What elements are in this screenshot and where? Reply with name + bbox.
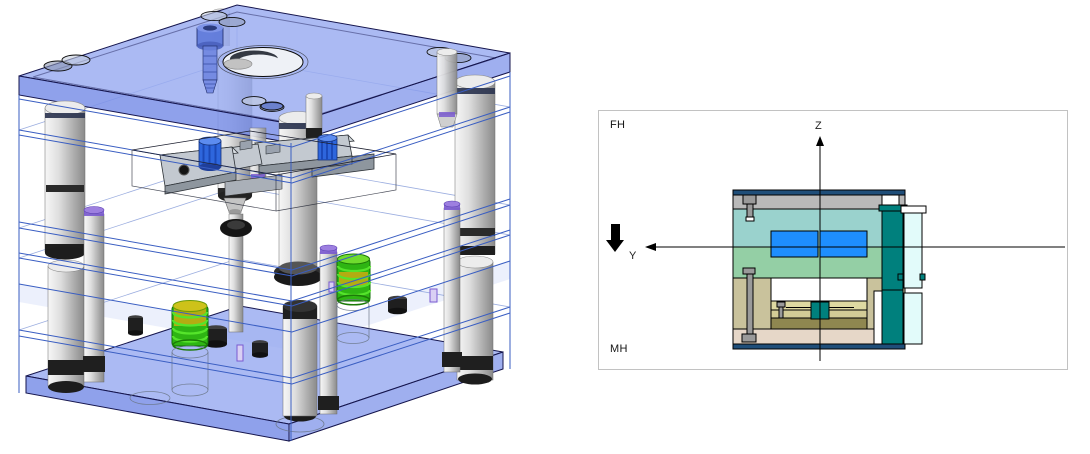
axis-y-label: Y <box>629 250 637 262</box>
support-pillar-upper <box>878 204 927 292</box>
section-viewport[interactable]: FH MH Z Y <box>598 110 1068 370</box>
fixed-half-plates <box>732 189 906 248</box>
spring-seat-ghost <box>336 299 370 344</box>
axis-z <box>816 136 824 361</box>
dowel-pins <box>236 281 438 362</box>
section-drawing <box>606 136 1065 361</box>
moving-half-label: MH <box>610 343 628 355</box>
core-inserts <box>770 230 868 258</box>
axis-z-label: Z <box>815 120 823 132</box>
spring-front <box>171 300 209 397</box>
guide-pillar-right-upper <box>454 74 496 255</box>
stop-pin-center <box>318 244 339 415</box>
return-pin-left <box>83 206 105 383</box>
latch-knob-right <box>317 134 338 161</box>
rubber-bumpers <box>128 295 407 358</box>
ejector-assembly <box>770 300 868 330</box>
latch-knob-left <box>198 136 222 171</box>
return-pin-right-top <box>436 48 458 128</box>
guide-pillar-right-lower <box>456 255 494 385</box>
bottom-clamp-plate <box>25 305 504 442</box>
clamp-screw-top <box>742 194 757 222</box>
spring-rear <box>336 253 372 344</box>
cap-screw-blue <box>196 23 224 94</box>
through-bolt-left <box>741 267 757 343</box>
latch-lock-mechanism <box>159 134 375 197</box>
fixed-half-label: FH <box>610 119 626 131</box>
axis-y <box>645 243 1065 251</box>
ejector-rod <box>220 213 252 333</box>
locating-ring-hole <box>217 45 309 79</box>
wireframe-plates <box>18 72 511 441</box>
moving-half-plates <box>732 246 906 350</box>
small-cylinder-front <box>305 92 323 138</box>
spring-seat-ghost <box>171 345 209 397</box>
iso-3d-viewport[interactable] <box>0 0 545 454</box>
center-pillar-lower <box>282 300 318 422</box>
clamp-direction-arrow <box>606 224 624 252</box>
support-pillar-lower <box>881 289 923 345</box>
guide-pillar-left-lower <box>47 259 85 393</box>
top-clamp-plate <box>18 4 511 144</box>
